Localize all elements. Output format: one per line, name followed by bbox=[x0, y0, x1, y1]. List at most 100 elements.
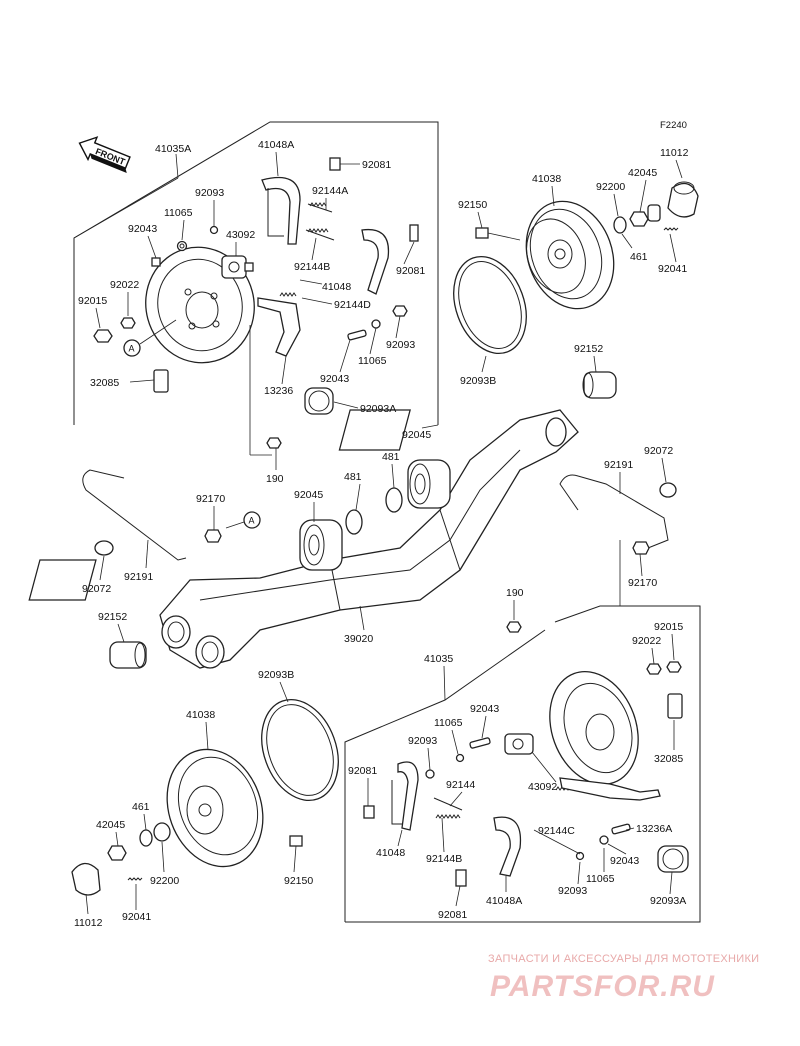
front-arrow-icon: FRONT bbox=[78, 136, 131, 174]
left-brake-drum-bottom bbox=[166, 748, 264, 868]
part-number-label: 13236A bbox=[636, 823, 672, 835]
part-number-label: 42045 bbox=[628, 167, 657, 179]
brake-shoe-41048-bottom bbox=[391, 761, 419, 831]
part-number-label: 92043 bbox=[610, 855, 639, 867]
part-number-label: 41038 bbox=[532, 173, 561, 185]
small-parts-top bbox=[93, 157, 419, 456]
part-number-label: 11065 bbox=[164, 207, 193, 219]
left-brake-group-box bbox=[73, 121, 439, 425]
brake-shoe-41048A-top bbox=[261, 176, 301, 245]
part-number-label: 92093 bbox=[558, 885, 587, 897]
part-number-label: 92191 bbox=[604, 459, 633, 471]
part-number-label: 92043 bbox=[470, 703, 499, 715]
part-number-label: 461 bbox=[132, 801, 150, 813]
part-number-label: 92152 bbox=[574, 343, 603, 355]
part-number-label: 190 bbox=[506, 587, 524, 599]
part-number-label: 92150 bbox=[458, 199, 487, 211]
part-number-label: 92093 bbox=[195, 187, 224, 199]
part-number-label: 32085 bbox=[90, 377, 119, 389]
part-number-label: 92093A bbox=[650, 895, 686, 907]
part-number-label: 92043 bbox=[128, 223, 157, 235]
part-number-label: 41038 bbox=[186, 709, 215, 721]
part-number-label: 41048 bbox=[376, 847, 405, 859]
leader-lines bbox=[85, 151, 683, 915]
watermark-tagline: ЗАПЧАСТИ И АКСЕССУАРЫ ДЛЯ МОТОТЕХНИКИ bbox=[488, 953, 759, 965]
part-number-label: 92043 bbox=[320, 373, 349, 385]
svg-text:A: A bbox=[129, 344, 135, 354]
part-number-label: 41048 bbox=[322, 281, 351, 293]
part-number-label: 92072 bbox=[82, 583, 111, 595]
part-number-label: 11012 bbox=[660, 147, 689, 159]
watermark-brand: PARTSFOR.RU bbox=[490, 970, 715, 1003]
part-number-label: 92093 bbox=[408, 735, 437, 747]
part-number-label: 481 bbox=[382, 451, 400, 463]
part-number-label: 92041 bbox=[658, 263, 687, 275]
part-number-label: 92093B bbox=[460, 375, 496, 387]
part-number-label: 92170 bbox=[196, 493, 225, 505]
small-parts-bottom bbox=[363, 661, 689, 887]
part-number-label: 92022 bbox=[632, 635, 661, 647]
part-number-label: 92081 bbox=[396, 265, 425, 277]
hub-parts-bottom-left bbox=[71, 822, 303, 896]
wheel-cylinder-bottom bbox=[504, 733, 534, 755]
part-number-label: 92022 bbox=[110, 279, 139, 291]
part-number-label: 92093B bbox=[258, 669, 294, 681]
part-number-label: 92015 bbox=[78, 295, 107, 307]
watermark: ЗАПЧАСТИ И АКСЕССУАРЫ ДЛЯ МОТОТЕХНИКИ PA… bbox=[488, 953, 759, 1003]
part-number-label: 11012 bbox=[74, 917, 103, 929]
axle-housing-39020 bbox=[28, 409, 579, 669]
part-number-label: 481 bbox=[344, 471, 362, 483]
right-brake-drum-top bbox=[525, 200, 615, 310]
right-brake-backing-plate bbox=[549, 670, 639, 786]
brake-shoe-41048A-bottom bbox=[493, 816, 522, 877]
part-number-label: 11065 bbox=[358, 355, 387, 367]
part-number-label: 92144 bbox=[446, 779, 475, 791]
part-number-label: 92072 bbox=[644, 445, 673, 457]
part-number-label: 41035 bbox=[424, 653, 453, 665]
part-number-label: 92081 bbox=[348, 765, 377, 777]
callout-a-top: A bbox=[123, 319, 177, 357]
bearings-middle bbox=[299, 459, 451, 571]
part-number-label: 13236 bbox=[264, 385, 293, 397]
brake-line-right bbox=[559, 474, 677, 555]
part-number-label: 92144B bbox=[294, 261, 330, 273]
part-number-label: 43092 bbox=[528, 781, 557, 793]
seal-ring-92093B-top bbox=[453, 255, 527, 355]
part-number-label: 92045 bbox=[294, 489, 323, 501]
part-number-label: 39020 bbox=[344, 633, 373, 645]
part-number-label: 92200 bbox=[150, 875, 179, 887]
part-number-label: 92015 bbox=[654, 621, 683, 633]
part-number-label: 461 bbox=[630, 251, 648, 263]
bolt-190-middle bbox=[506, 621, 522, 633]
part-number-label: 92150 bbox=[284, 875, 313, 887]
figure-code: F2240 bbox=[660, 120, 687, 131]
part-number-label: 11065 bbox=[586, 873, 615, 885]
part-number-label: 92081 bbox=[362, 159, 391, 171]
part-number-label: 43092 bbox=[226, 229, 255, 241]
part-number-label: 42045 bbox=[96, 819, 125, 831]
part-number-label: 41048A bbox=[486, 895, 522, 907]
part-number-label: 92041 bbox=[122, 911, 151, 923]
svg-text:A: A bbox=[249, 516, 255, 526]
wheel-cylinder-top bbox=[221, 255, 254, 279]
part-number-label: 92081 bbox=[438, 909, 467, 921]
seal-ring-92093B-bottom bbox=[261, 698, 339, 802]
left-brake-backing-plate bbox=[145, 246, 255, 364]
part-number-label: 92200 bbox=[596, 181, 625, 193]
part-number-label: 32085 bbox=[654, 753, 683, 765]
part-number-label: 92144B bbox=[426, 853, 462, 865]
part-number-label: 92191 bbox=[124, 571, 153, 583]
part-number-label: 92170 bbox=[628, 577, 657, 589]
part-number-label: 92093A bbox=[360, 403, 396, 415]
part-number-label: 92144C bbox=[538, 825, 575, 837]
part-number-label: 11065 bbox=[434, 717, 463, 729]
part-number-label: 190 bbox=[266, 473, 284, 485]
part-number-label: 41048A bbox=[258, 139, 294, 151]
part-number-label: 92144A bbox=[312, 185, 348, 197]
brake-line-left bbox=[82, 469, 222, 561]
part-number-label: 92144D bbox=[334, 299, 371, 311]
brake-shoe-41048-top bbox=[361, 228, 390, 295]
part-number-label: 41035A bbox=[155, 143, 191, 155]
part-number-label: 92152 bbox=[98, 611, 127, 623]
hub-parts-top-right bbox=[475, 181, 699, 399]
